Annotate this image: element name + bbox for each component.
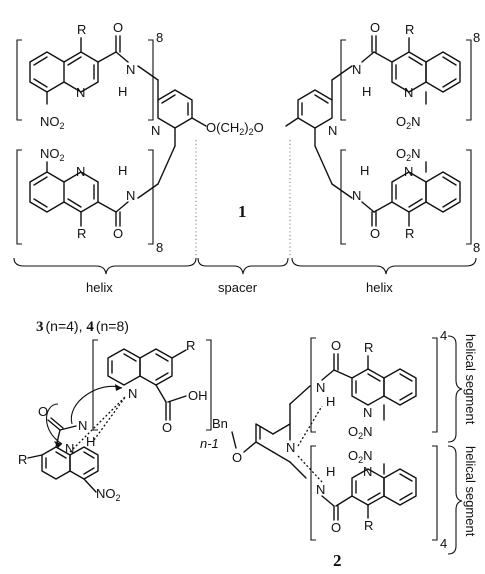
- repeat-count-bottom: 4: [440, 536, 447, 551]
- carbonyl-oxygen-label: O: [331, 520, 341, 535]
- oligomer-structure: R N O N H NO2 R N O OH: [18, 338, 219, 503]
- pyridine-core-left: N: [137, 65, 207, 199]
- carbonyl-oxygen-label: O: [113, 20, 123, 35]
- spacer-label: spacer: [218, 280, 258, 295]
- nitro-label: NO2: [40, 114, 65, 131]
- nitro-label: NO2: [40, 146, 65, 163]
- acid-oh-label: OH: [188, 388, 208, 403]
- amide-n-label: N: [352, 188, 361, 203]
- brace-helical-segment-top: [447, 335, 463, 443]
- carbonyl-oxygen-label: O: [38, 404, 48, 419]
- linker-label: O(CH2)2O: [206, 120, 264, 137]
- amide-n-label: N: [316, 380, 325, 395]
- r-group-label: R: [18, 452, 27, 467]
- helical-segment-label-top: helical segment: [463, 334, 478, 425]
- amide-h-label: H: [326, 464, 335, 479]
- amide-n-label: N: [352, 62, 361, 77]
- nitrogen-label: N: [76, 85, 85, 100]
- nitro-label: O2N: [348, 424, 373, 441]
- nitrogen-label: N: [404, 85, 413, 100]
- pyridine-n-label: N: [286, 440, 295, 455]
- nitro-label: O2N: [396, 146, 421, 163]
- repeat-count-top-right: 8: [473, 30, 480, 45]
- r-group-label: R: [405, 226, 414, 241]
- carbonyl-oxygen-label: O: [331, 338, 341, 353]
- carbonyl-oxygen-label: O: [370, 20, 380, 35]
- amide-n-label: N: [316, 482, 325, 497]
- nitrogen-label: N: [65, 441, 74, 456]
- quinoline-unit-bottom-right: O2N H N O N R 8: [340, 146, 480, 255]
- amide-h-label: H: [360, 163, 369, 178]
- pyridine-core-right: N: [285, 65, 353, 199]
- r-group-label: R: [77, 22, 86, 37]
- quinoline-unit-bottom-left: NO2 N R O N H 8: [16, 146, 163, 255]
- pyridine-n-label: N: [328, 123, 337, 138]
- amide-h-label: H: [118, 163, 127, 178]
- amide-n-label: N: [126, 62, 135, 77]
- quinoline-unit-top-left: R N O N H NO2 8: [16, 20, 163, 131]
- nitro-label: O2N: [348, 448, 373, 465]
- carbonyl-oxygen-label: O: [113, 226, 123, 241]
- r-group-label: R: [77, 226, 86, 241]
- carbonyl-oxygen-label: O: [162, 420, 172, 435]
- amide-h-label: H: [86, 434, 95, 449]
- ether-oxygen-label: O: [232, 450, 242, 465]
- nitrogen-label: N: [363, 464, 372, 479]
- benzyl-label: Bn: [212, 416, 228, 431]
- helical-segment-label-bottom: helical segment: [463, 446, 478, 537]
- nitrogen-label: N: [128, 386, 137, 401]
- nitrogen-label: N: [404, 164, 413, 179]
- repeat-count-bottom-right: 8: [473, 240, 480, 255]
- amide-n-label: N: [78, 418, 87, 433]
- compounds-3-4-label: 3(n=4), 4(n=8): [36, 318, 129, 335]
- nitro-label: NO2: [96, 486, 121, 503]
- brace-spacer: [197, 257, 289, 275]
- brace-helical-segment-bottom: [447, 445, 463, 555]
- compound-1-label: 1: [238, 202, 247, 221]
- r-group-label: R: [364, 518, 373, 533]
- nitrogen-label: N: [76, 164, 85, 179]
- helix-right-label: helix: [366, 280, 393, 295]
- brace-helix-right: [291, 257, 477, 275]
- nitrogen-label: N: [363, 405, 372, 420]
- repeat-count-bottom-left: 8: [156, 240, 163, 255]
- brace-helix-left: [13, 257, 197, 275]
- quinoline-unit-top-right: N H O R N O2N 8: [340, 20, 480, 131]
- amide-n-label: N: [126, 188, 135, 203]
- repeat-count-top: 4: [440, 328, 447, 343]
- repeat-count-top-left: 8: [156, 30, 163, 45]
- r-group-label: R: [364, 340, 373, 355]
- pyridine-n-label: N: [151, 123, 160, 138]
- compound-2-structure: R N O N H O2N 4 N O Bn O2N H N: [212, 328, 478, 555]
- amide-h-label: H: [118, 84, 127, 99]
- carbonyl-oxygen-label: O: [370, 226, 380, 241]
- compound-2-label: 2: [333, 551, 342, 570]
- helix-left-label: helix: [86, 280, 113, 295]
- amide-h-label: H: [326, 394, 335, 409]
- nitro-label: O2N: [396, 114, 421, 131]
- amide-h-label: H: [362, 84, 371, 99]
- r-group-label: R: [405, 22, 414, 37]
- r-group-label: R: [186, 338, 195, 353]
- repeat-n-minus-1: n-1: [200, 436, 219, 451]
